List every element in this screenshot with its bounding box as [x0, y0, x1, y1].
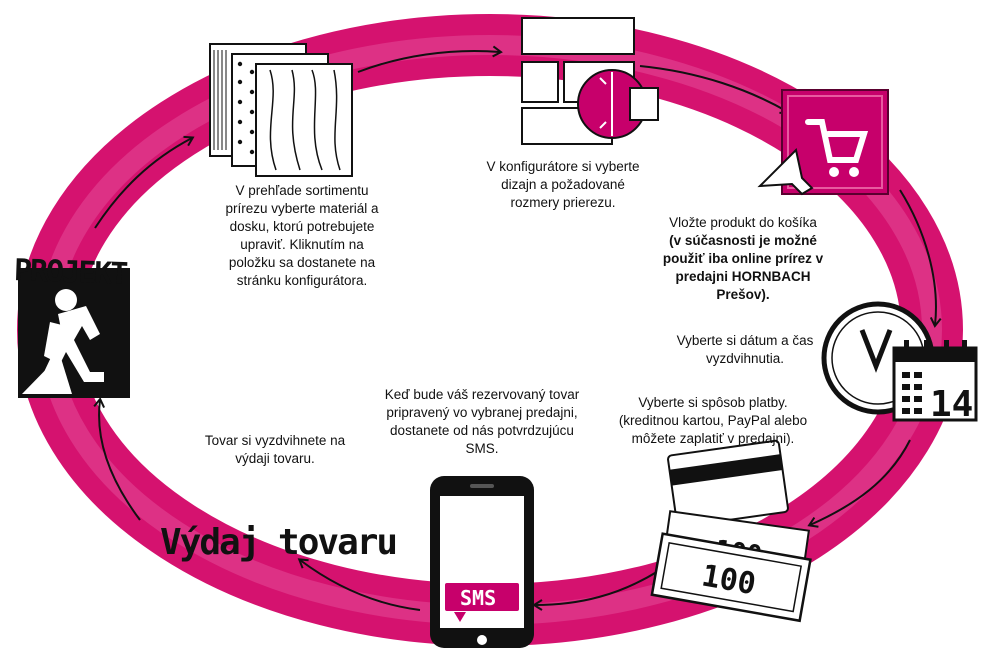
project-title: PROJEKT [13, 253, 128, 292]
step-cart-text: Vložte produkt do košíka (v súčasnosti j… [650, 214, 836, 304]
pickup-counter-title: Výdaj tovaru [160, 522, 396, 563]
calendar-icon: 14 [892, 340, 978, 425]
arrow-sms-to-pickup [297, 558, 421, 611]
step-pickup-text: Tovar si vyzdvihnete na výdaji tovaru. [204, 433, 346, 466]
step-sms-text: Keď bude váš rezervovaný tovar pripraven… [384, 387, 580, 456]
arrow-cart-to-date [899, 189, 942, 328]
step-payment-text: Vyberte si spôsob platby. (kreditnou kar… [618, 395, 808, 446]
payment-icons: 100 100 [650, 439, 812, 623]
banknote-icon: 100 [650, 532, 812, 623]
step-cart-intro: Vložte produkt do košíka [669, 215, 817, 230]
mouse-cursor-icon [757, 147, 814, 196]
step-material-text: V prehľade sortimentu prírezu vyberte ma… [225, 183, 379, 288]
step-date-text: Vyberte si dátum a čas vyzdvihnutia. [676, 333, 814, 366]
arrow-material-to-configurator [357, 45, 503, 73]
arrow-payment-to-sms [532, 569, 661, 611]
arrow-date-to-payment [807, 439, 911, 528]
material-boards-icon [209, 43, 353, 177]
arrow-project-to-material [94, 135, 195, 229]
cart-icon [757, 89, 889, 196]
arrow-pickup-to-project [93, 397, 141, 521]
arrow-configurator-to-cart [639, 65, 791, 114]
sms-label: SMS [460, 586, 496, 610]
smartphone-icon: SMS [430, 476, 534, 648]
cycle-arrows [93, 45, 942, 611]
calendar-day: 14 [930, 384, 973, 425]
step-configurator-text: V konfigurátore si vyberte dizajn a poža… [486, 159, 640, 210]
project-worker-icon [18, 268, 130, 398]
step-cart-note: (v súčasnosti je možné použiť iba online… [662, 233, 824, 302]
configurator-layout-icon [521, 17, 659, 145]
